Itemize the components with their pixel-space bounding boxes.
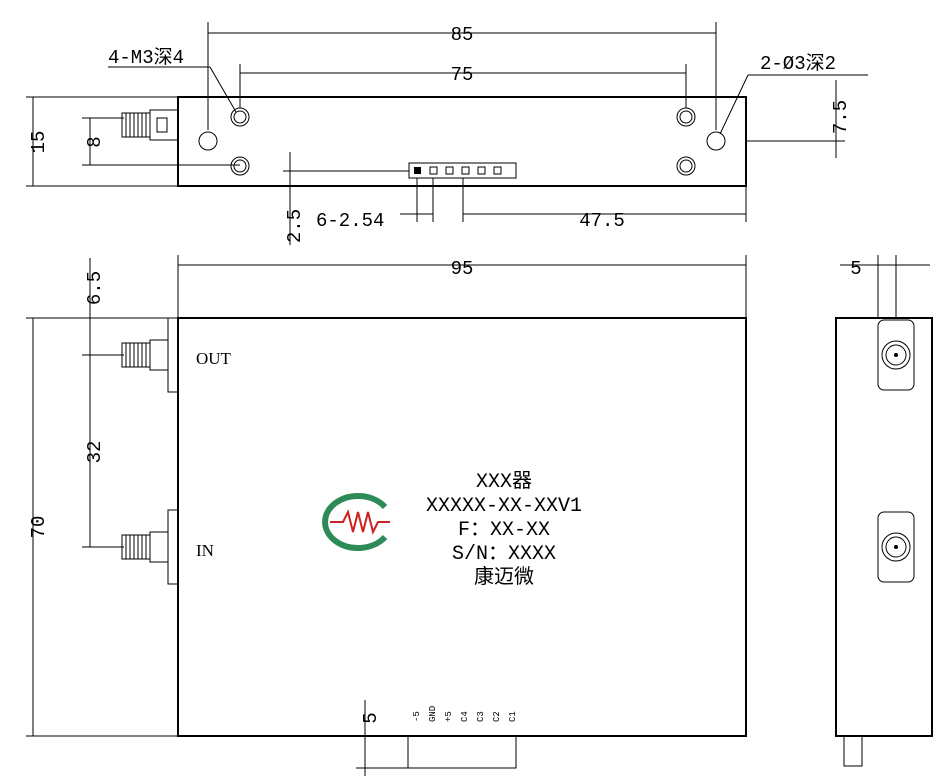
dim-7-5-label: 7.5	[830, 100, 852, 134]
pin-label: -5	[412, 711, 422, 722]
nameplate: XXX器 XXXXX-XX-XXV1 F：XX-XX S/N：XXXX 康迈微	[426, 470, 582, 590]
port-out-label: OUT	[196, 349, 232, 368]
pin-labels: -5 GND +5 C4 C3 C2 C1	[412, 706, 518, 722]
nameplate-company: 康迈微	[474, 565, 534, 590]
pin-label: GND	[428, 706, 438, 722]
dim-32-label: 32	[84, 441, 106, 464]
dim-85-label: 85	[451, 24, 474, 46]
dim-2-5: 2.5	[283, 152, 409, 245]
top-sma-connector	[121, 109, 179, 141]
dim-pin-pitch: 6-2.54 47.5	[316, 178, 747, 232]
port-in-label: IN	[196, 541, 214, 560]
bottom-connector-housing	[407, 735, 517, 769]
dim-7-5: 7.5	[746, 80, 852, 158]
top-holes	[198, 107, 726, 176]
pin-label: C1	[508, 711, 518, 722]
callout-d3-holes: 2-Ø3深2	[760, 52, 836, 75]
nameplate-serial: S/N：XXXX	[452, 543, 556, 566]
pin-label: +5	[444, 711, 454, 722]
dim-95-label: 95	[451, 258, 474, 280]
side-connector-top	[877, 319, 915, 391]
nameplate-frequency: F：XX-XX	[458, 519, 550, 542]
dim-47-5-label: 47.5	[579, 210, 625, 232]
dim-95: 95	[177, 255, 747, 318]
side-view: 5	[835, 255, 933, 767]
nameplate-model: XXXXX-XX-XXV1	[426, 495, 582, 518]
dim-15-label: 15	[28, 131, 50, 154]
side-view-foot	[843, 735, 863, 767]
front-view: OUT IN 95 70 6.5	[26, 255, 747, 776]
side-connector-bottom	[877, 511, 915, 583]
pin-label: C2	[492, 711, 502, 722]
dim-6-5-and-32: 6.5 32	[82, 258, 124, 548]
pin-label: C3	[476, 711, 486, 722]
dim-8-label: 8	[84, 136, 106, 147]
nameplate-product: XXX器	[476, 470, 532, 494]
dim-5-bottom: 5	[356, 700, 408, 776]
dim-75-label: 75	[451, 64, 474, 86]
side-view-body	[835, 317, 933, 737]
dim-5-side: 5	[840, 255, 930, 318]
dim-70-label: 70	[28, 516, 50, 539]
callout-m3-holes: 4-M3深4	[108, 46, 184, 69]
dim-2-5-label: 2.5	[284, 209, 306, 243]
pin-label: C4	[460, 711, 470, 722]
in-connector	[121, 509, 179, 585]
dim-15: 15	[26, 96, 178, 187]
top-view: 85 75 4-M3深4 2-Ø3深2 15 8	[26, 22, 868, 245]
dim-5-bottom-label: 5	[360, 712, 382, 723]
top-pin-header	[408, 162, 517, 179]
dim-pitch-label: 6-2.54	[316, 210, 384, 232]
dim-6-5-label: 6.5	[84, 271, 106, 305]
dim-8: 8	[82, 117, 240, 166]
dim-75: 75	[239, 64, 687, 108]
dim-5-side-label: 5	[850, 258, 861, 280]
dim-70: 70	[26, 317, 178, 737]
out-connector	[121, 317, 179, 393]
company-logo	[322, 493, 390, 551]
dim-85: 85	[207, 22, 717, 130]
